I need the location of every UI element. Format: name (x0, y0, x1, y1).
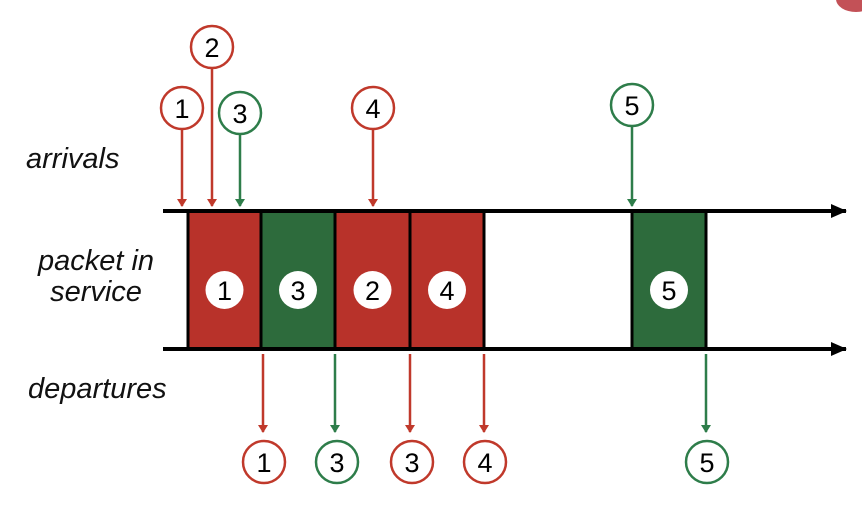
arrival-label-1: 1 (174, 94, 189, 124)
departures-label: departures (28, 373, 167, 405)
arrival-label-4: 4 (365, 94, 380, 124)
arrival-circle-2 (189, 24, 235, 70)
departure-label-2: 3 (329, 448, 344, 478)
departure-circle-1 (241, 439, 287, 485)
arrivals-label: arrivals (26, 143, 120, 175)
packet-in-service-label: packet in service (20, 246, 172, 308)
departure-circle-4 (462, 439, 508, 485)
arrival-markers: 1 2 3 4 5 (159, 24, 655, 136)
arrival-circle-1 (159, 85, 205, 131)
arrival-label-2: 2 (204, 33, 219, 63)
departure-arrows (258, 354, 711, 433)
arrival-circle-5 (609, 82, 655, 128)
arrival-circle-4 (350, 85, 396, 131)
service-badge-3 (279, 271, 317, 309)
service-label-5: 5 (661, 276, 676, 306)
service-label-2: 2 (365, 276, 380, 306)
arrival-label-3: 3 (232, 99, 247, 129)
departure-circle-3 (389, 439, 435, 485)
departure-label-5: 5 (699, 448, 714, 478)
service-label-1: 1 (217, 276, 232, 306)
arrival-label-5: 5 (624, 91, 639, 121)
service-boxes: 1 3 2 4 5 (186, 209, 708, 351)
service-badge-1 (205, 271, 244, 309)
service-badge-2 (353, 271, 392, 309)
service-badge-4 (428, 271, 466, 309)
time-axes (163, 204, 847, 356)
arrival-circle-3 (217, 90, 263, 136)
departure-circle-5 (684, 439, 730, 485)
departure-markers: 1 3 3 4 5 (241, 439, 730, 485)
service-label-4: 4 (439, 276, 454, 306)
service-label-line1: packet in (37, 245, 155, 277)
departure-circle-2 (314, 439, 360, 485)
departure-label-4: 4 (477, 448, 492, 478)
service-badge-5 (650, 271, 688, 309)
departure-label-3: 3 (404, 448, 419, 478)
corner-accent (836, 0, 862, 12)
departure-label-1: 1 (256, 448, 271, 478)
arrival-arrows (177, 68, 637, 207)
service-label-3: 3 (290, 276, 305, 306)
service-label-line2: service (50, 276, 142, 308)
